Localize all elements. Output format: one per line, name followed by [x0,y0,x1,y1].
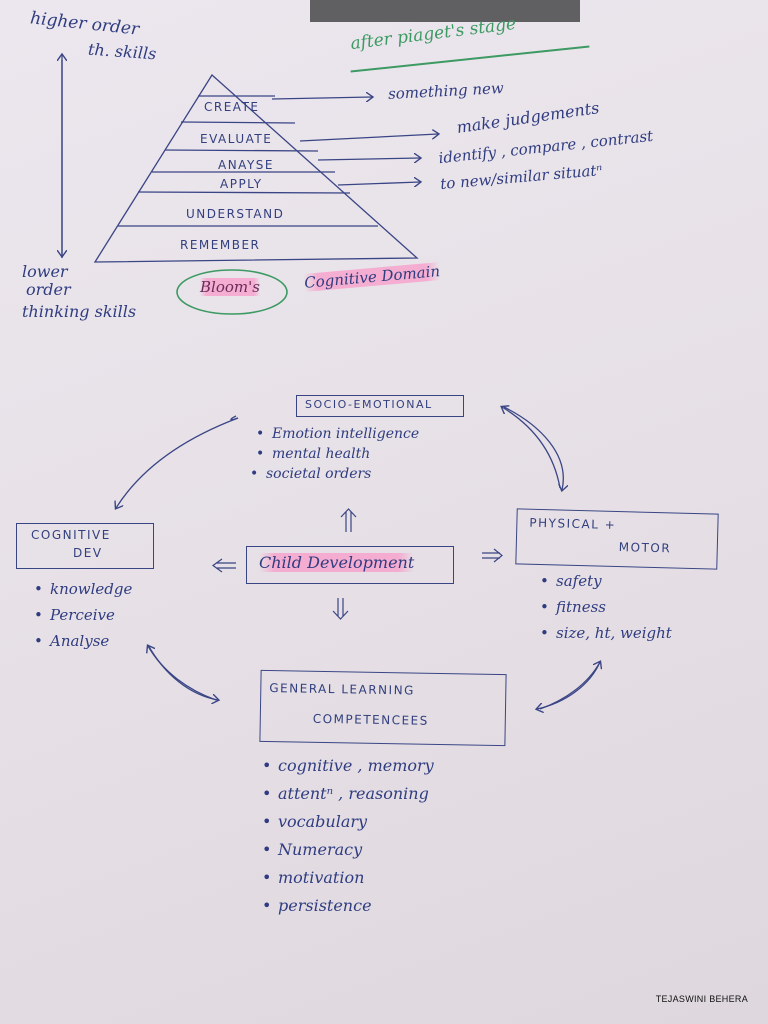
list-item: mental health [256,444,419,464]
socio-emotional-title: SOCIO-EMOTIONAL [305,398,433,411]
blooms-circle [176,269,288,315]
list-item: attentⁿ , reasoning [262,780,434,808]
pyramid-level-apply: APPLY [220,177,263,191]
list-item: vocabulary [262,808,434,836]
pyramid-outline [93,74,419,263]
double-arrow-up [340,508,357,532]
double-arrow-left [211,558,236,573]
socio-emotional-box: SOCIO-EMOTIONAL [296,395,464,417]
physical-motor-list: safety fitness size, ht, weight [540,568,672,646]
cognitive-dev-title-1: COGNITIVE [31,528,111,542]
child-development-text: Child Development [259,553,415,572]
watermark-text: TEJASWINI BEHERA [655,994,748,1004]
child-development-box: Child Development [246,546,454,584]
lower-order-label-3: thinking skills [22,302,137,321]
general-learning-box: GENERAL LEARNING COMPETENCEES [259,669,507,747]
list-item: size, ht, weight [540,620,672,646]
tape-strip [310,0,580,22]
list-item: Numeracy [262,836,434,864]
cognitive-dev-title-2: DEV [73,546,103,560]
physical-motor-title-2: MOTOR [618,540,672,556]
lower-order-label-2: order [26,280,71,299]
list-item: Perceive [34,602,132,628]
blooms-circled-word: Bloom's [200,278,260,296]
physical-motor-title-1: PHYSICAL + [529,515,617,532]
socio-emotional-list: Emotion intelligence mental health socie… [250,424,419,484]
list-item: societal orders [250,464,419,484]
list-item: Analyse [34,628,132,654]
blooms-word: Bloom's [200,278,260,296]
list-item: cognitive , memory [262,752,434,780]
pyramid-level-remember: REMEMBER [180,238,261,252]
pyramid-level-evaluate: EVALUATE [200,132,273,146]
child-development-label: Child Development [259,553,415,572]
list-item: motivation [262,864,434,892]
list-item: persistence [262,892,434,920]
list-item: safety [540,568,672,594]
list-item: knowledge [34,576,132,602]
double-arrow-right [482,548,503,563]
pyramid-level-understand: UNDERSTAND [186,207,285,221]
pyramid-level-create: CREATE [204,100,260,114]
physical-motor-box: PHYSICAL + MOTOR [515,508,719,570]
general-learning-list: cognitive , memory attentⁿ , reasoning v… [262,752,434,920]
list-item: Emotion intelligence [256,424,419,444]
list-item: fitness [540,594,672,620]
cognitive-dev-box: COGNITIVE DEV [16,523,154,569]
general-learning-title-2: COMPETENCEES [312,711,429,728]
pyramid-level-analyse: ANAYSE [218,158,274,172]
double-arrow-down [332,598,349,620]
cognitive-dev-list: knowledge Perceive Analyse [34,576,132,654]
lower-order-label-1: lower [22,262,68,281]
general-learning-title-1: GENERAL LEARNING [269,681,416,698]
